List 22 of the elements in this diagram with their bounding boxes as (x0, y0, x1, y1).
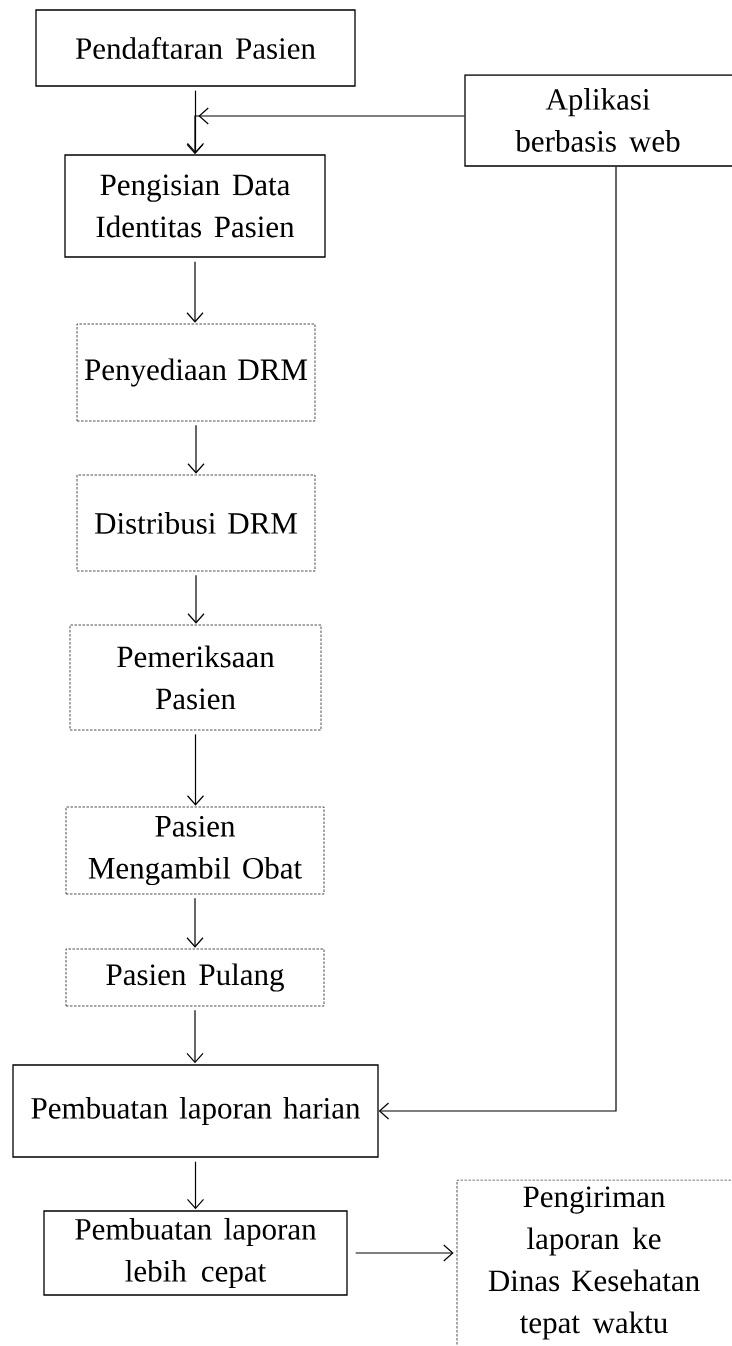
dashed-process-box: Pemeriksaan Pasien (69, 624, 322, 731)
dashed-process-box: Distribusi DRM (76, 474, 316, 572)
arrow (355, 1244, 454, 1262)
arrow (187, 574, 205, 624)
process-box: Aplikasi berbasis web (464, 74, 732, 167)
process-box: Pengisian Data Identitas Pasien (64, 154, 326, 258)
arrow (186, 1009, 204, 1064)
arrow (186, 107, 465, 155)
arrow (186, 1161, 205, 1210)
process-box: Pembuatan laporan lebih cepat (43, 1210, 348, 1296)
dashed-process-box: Penyediaan DRM (76, 323, 316, 422)
arrow (378, 166, 617, 1120)
dashed-process-box: Pasien Pulang (65, 948, 325, 1007)
arrow (187, 424, 205, 474)
arrow (186, 90, 205, 154)
arrow (186, 261, 204, 323)
process-box: Pembuatan laporan harian (12, 1064, 379, 1158)
dashed-process-box: Pasien Mengambil Obat (65, 806, 325, 895)
arrow (186, 897, 204, 948)
arrow (186, 733, 205, 806)
process-box: Pendaftaran Pasien (35, 9, 356, 87)
dashed-process-box: Pengiriman laporan ke Dinas Kesehatan tepat waktu (456, 1179, 732, 1346)
